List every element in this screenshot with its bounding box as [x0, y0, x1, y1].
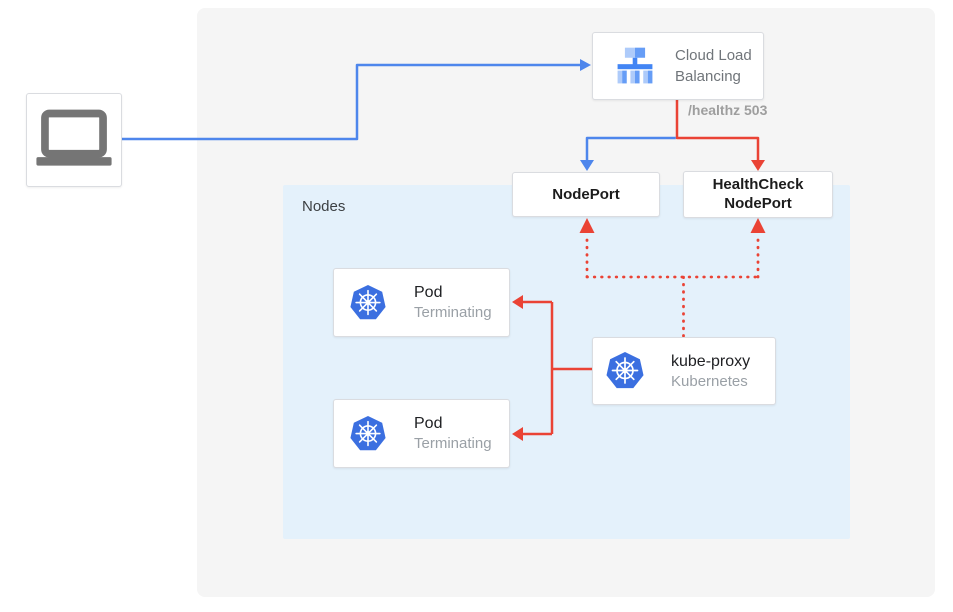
client-node	[26, 93, 122, 187]
healthcheck-nodeport-node: HealthCheck NodePort	[683, 171, 833, 218]
kube-proxy-node: kube-proxy Kubernetes	[592, 337, 776, 405]
kubernetes-icon	[350, 284, 386, 319]
kubernetes-icon	[606, 352, 644, 389]
pod-title: Pod	[414, 284, 443, 302]
kube-proxy-title: kube-proxy	[671, 352, 751, 370]
healthcheck-nodeport-label: HealthCheck NodePort	[712, 175, 804, 212]
kubernetes-icon	[350, 415, 386, 450]
pod-title: Pod	[414, 415, 443, 433]
pod-terminating-node-1: Pod Terminating	[333, 268, 510, 337]
cloud-load-balancing-node: Cloud Load Balancing	[592, 32, 764, 100]
laptop-icon	[36, 109, 112, 166]
cloud-load-balancing-label: Cloud Load Balancing	[675, 47, 752, 85]
nodeport-label: NodePort	[552, 186, 620, 203]
healthz-status-label: /healthz 503	[688, 102, 768, 118]
pod-status: Terminating	[414, 304, 492, 322]
kube-proxy-subtitle: Kubernetes	[671, 372, 748, 390]
nodeport-node: NodePort	[512, 172, 660, 217]
pod-terminating-node-2: Pod Terminating	[333, 399, 510, 468]
pod-status: Terminating	[414, 435, 492, 453]
cloud-load-balancing-icon	[617, 47, 653, 84]
nodes-panel-label: Nodes	[302, 198, 346, 215]
